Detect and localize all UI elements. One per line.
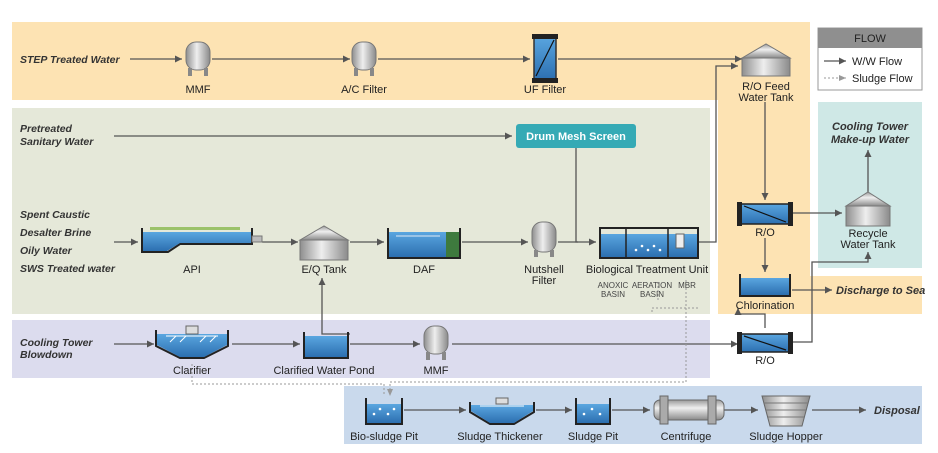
clarifier-label: Clarifier: [173, 365, 211, 377]
eq-tank-label: E/Q Tank: [301, 264, 347, 276]
source-ct-blowdown-2: Blowdown: [20, 349, 73, 361]
ro-feed-label-1: R/O Feed: [742, 81, 790, 93]
daf-icon: [387, 228, 461, 259]
clarified-pond-label: Clarified Water Pond: [273, 365, 374, 377]
source-desalter: Desalter Brine: [20, 227, 91, 239]
ro-bottom-label: R/O: [755, 355, 775, 367]
source-step: STEP Treated Water: [20, 54, 121, 66]
aeration-label-1: AERATION: [632, 281, 673, 290]
mmf-top-icon: [185, 41, 211, 76]
ct-makeup-label-1: Cooling Tower: [832, 121, 909, 133]
uf-filter-label: UF Filter: [524, 84, 567, 96]
band-makeup: [818, 102, 922, 268]
drum-mesh-label: Drum Mesh Screen: [526, 131, 626, 143]
nutshell-label-1: Nutshell: [524, 264, 564, 276]
recycle-label-1: Recycle: [848, 228, 887, 240]
centrifuge-icon: [653, 395, 725, 425]
aeration-label-2: BASIN: [640, 290, 664, 299]
legend-ww-flow: W/W Flow: [852, 56, 902, 68]
disposal-label: Disposal: [874, 405, 921, 417]
bio-sludge-pit-label: Bio-sludge Pit: [350, 431, 418, 443]
ww-flow-lines: [114, 55, 872, 414]
band-step: [12, 22, 810, 100]
legend-title: FLOW: [854, 33, 886, 45]
source-spent-caustic: Spent Caustic: [20, 209, 90, 221]
legend: FLOW W/W Flow Sludge Flow: [817, 27, 923, 91]
drum-mesh-screen: Drum Mesh Screen: [516, 124, 636, 148]
recycle-tank-icon: [844, 191, 892, 227]
ct-makeup-label-2: Make-up Water: [831, 134, 910, 146]
sludge-pit-icon: [575, 398, 611, 425]
clarifier-icon: [155, 325, 229, 359]
sludge-hopper-icon: [761, 395, 811, 427]
source-pretreated-2: Sanitary Water: [20, 136, 94, 148]
sludge-flow-lines: [191, 280, 700, 396]
discharge-label: Discharge to Sea: [836, 285, 925, 297]
btu-label: Biological Treatment Unit: [586, 264, 708, 276]
sludge-pit-label: Sludge Pit: [568, 431, 618, 443]
mmf-bottom-label: MMF: [423, 365, 448, 377]
eq-tank-icon: [298, 225, 350, 261]
anoxic-label-1: ANOXIC: [598, 281, 629, 290]
band-sludge: [344, 386, 922, 444]
ro-mid-icon: [737, 202, 793, 226]
band-blowdown: [12, 320, 710, 378]
source-ct-blowdown-1: Cooling Tower: [20, 337, 93, 349]
source-oily: Oily Water: [20, 245, 73, 257]
sludge-thickener-icon: [469, 397, 535, 425]
legend-sludge-flow: Sludge Flow: [852, 73, 913, 85]
api-label: API: [183, 264, 201, 276]
chlorination-icon: [739, 274, 791, 297]
mmf-bottom-icon: [423, 325, 449, 360]
anoxic-label-2: BASIN: [601, 290, 625, 299]
recycle-label-2: Water Tank: [840, 239, 896, 251]
nutshell-filter-icon: [531, 221, 557, 257]
mbr-label: MBR: [678, 281, 696, 290]
ro-bottom-icon: [737, 332, 793, 354]
centrifuge-label: Centrifuge: [661, 431, 712, 443]
sludge-hopper-label: Sludge Hopper: [749, 431, 823, 443]
ac-filter-label: A/C Filter: [341, 84, 387, 96]
daf-label: DAF: [413, 264, 435, 276]
mmf-top-label: MMF: [185, 84, 210, 96]
ro-mid-label: R/O: [755, 227, 775, 239]
chlorination-label: Chlorination: [736, 300, 795, 312]
clarified-pond-icon: [303, 332, 349, 359]
ro-feed-label-2: Water Tank: [738, 92, 794, 104]
api-icon: [141, 227, 263, 253]
ro-feed-tank-icon: [740, 43, 792, 77]
uf-filter-icon: [532, 34, 558, 83]
source-pretreated-1: Pretreated: [20, 123, 73, 135]
sludge-thickener-label: Sludge Thickener: [457, 431, 543, 443]
btu-icon: [599, 227, 699, 259]
ac-filter-icon: [351, 41, 377, 76]
nutshell-label-2: Filter: [532, 275, 557, 287]
source-sws: SWS Treated water: [20, 263, 116, 275]
bio-sludge-pit-icon: [365, 398, 403, 425]
